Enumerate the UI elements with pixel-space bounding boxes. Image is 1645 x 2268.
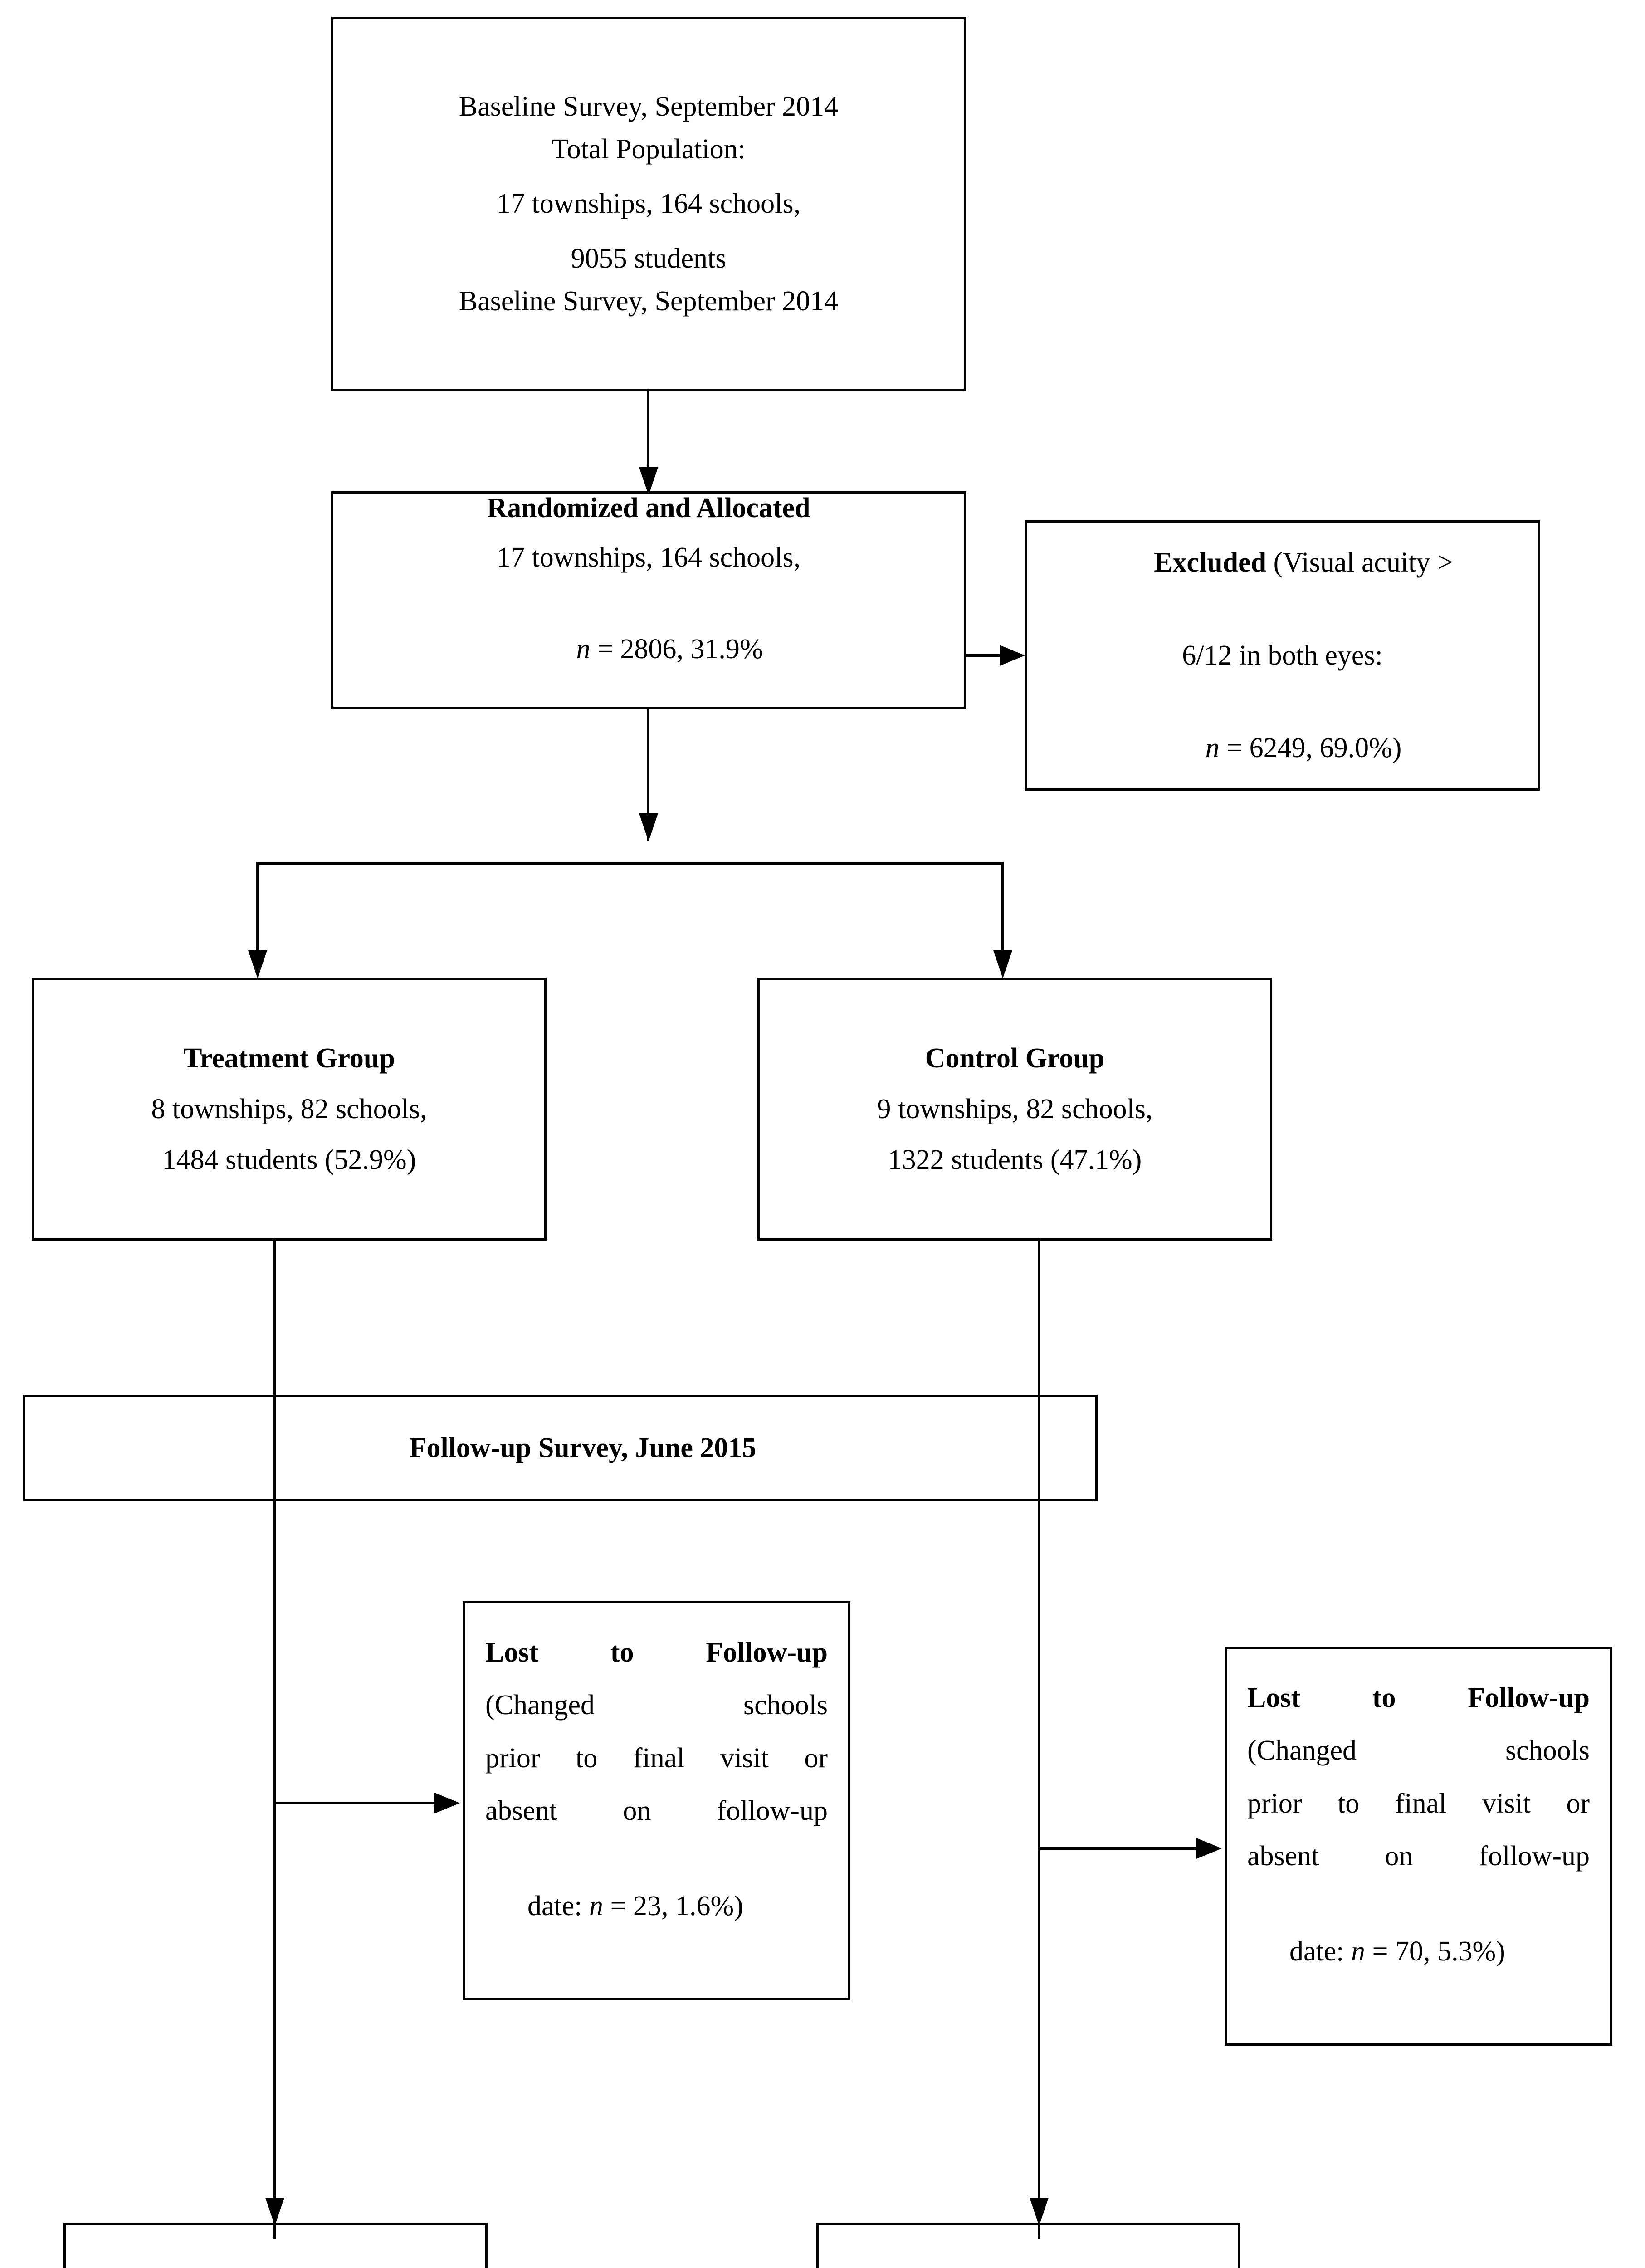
excluded-n-line: n = 6249, 69.0%) (1045, 684, 1519, 812)
baseline-survey-box: Baseline Survey, September 2014 Total Po… (331, 17, 966, 391)
arrowhead-split-to-control (993, 950, 1012, 978)
lost-control-line-3: absent on follow-up (1247, 1840, 1590, 1872)
control-followed-up-box: Control Group: Followed up 9 townships, … (816, 2223, 1240, 2268)
lost-treatment-date-label: date: (527, 1891, 589, 1922)
lost-treatment-title: Lost to Follow-up (485, 1637, 828, 1668)
lost-control-date-label: date: (1289, 1936, 1351, 1967)
baseline-line-4: 9055 students (571, 243, 727, 274)
excluded-title-line: Excluded (Visual acuity > (1045, 499, 1519, 627)
randomized-n-value: = 2806, 31.9% (590, 634, 763, 665)
connector-split-bar (256, 862, 1004, 865)
control-title: Control Group (925, 1042, 1105, 1074)
randomized-n-symbol: n (576, 634, 591, 665)
excluded-box: Excluded (Visual acuity > 6/12 in both e… (1025, 520, 1540, 791)
lost-control-n-value: = 70, 5.3%) (1365, 1936, 1505, 1967)
arrowhead-split-to-treatment (248, 950, 267, 978)
lost-to-followup-control-box: Lost to Follow-up (Changed schools prior… (1225, 1647, 1612, 2046)
lost-control-line-1: (Changed schools (1247, 1735, 1590, 1766)
arrowhead-control-to-lost (1196, 1838, 1222, 1859)
connector-baseline-to-randomized (647, 391, 649, 494)
treatment-line-2: 1484 students (52.9%) (162, 1144, 416, 1176)
treatment-line-1: 8 townships, 82 schools, (151, 1093, 427, 1124)
excluded-title-rest: (Visual acuity > (1266, 547, 1453, 578)
arrowhead-treatment-spine (265, 2198, 284, 2226)
arrowhead-randomized-to-excluded (1000, 645, 1025, 666)
baseline-line-2: Total Population: (552, 134, 746, 165)
connector-randomized-down-stem (647, 709, 649, 841)
followup-survey-bar: Follow-up Survey, June 2015 (23, 1395, 1098, 1501)
control-line-1: 9 townships, 82 schools, (877, 1093, 1153, 1124)
randomized-n-line: n = 2806, 31.9% (358, 585, 939, 714)
lost-treatment-n-line: date: n = 23, 1.6%) (485, 1842, 828, 1970)
control-line-2: 1322 students (47.1%) (888, 1144, 1142, 1176)
connector-control-spine (1038, 1241, 1040, 2239)
lost-treatment-n-value: = 23, 1.6%) (603, 1891, 743, 1922)
followup-survey-title: Follow-up Survey, June 2015 (409, 1432, 757, 1464)
treatment-title: Treatment Group (183, 1042, 395, 1074)
control-group-box: Control Group 9 townships, 82 schools, 1… (757, 978, 1272, 1241)
lost-control-line-2: prior to final visit or (1247, 1788, 1590, 1819)
arrowhead-randomized-split-stem (639, 813, 658, 841)
connector-treatment-spine (273, 1241, 276, 2239)
excluded-line-1: 6/12 in both eyes: (1182, 640, 1383, 671)
lost-control-title: Lost to Follow-up (1247, 1682, 1590, 1714)
arrowhead-treatment-to-lost (434, 1793, 460, 1813)
randomized-title: Randomized and Allocated (487, 493, 810, 524)
lost-to-followup-treatment-box: Lost to Follow-up (Changed schools prior… (463, 1601, 850, 2000)
randomized-allocated-box: Randomized and Allocated 17 townships, 1… (331, 491, 966, 709)
arrowhead-control-spine (1030, 2198, 1049, 2226)
lost-treatment-line-2: prior to final visit or (485, 1742, 828, 1774)
treatment-group-box: Treatment Group 8 townships, 82 schools,… (32, 978, 547, 1241)
lost-treatment-n-symbol: n (589, 1891, 603, 1922)
connector-control-to-lost (1038, 1847, 1199, 1850)
connector-split-to-control (1001, 862, 1004, 966)
excluded-n-value: = 6249, 69.0%) (1219, 733, 1402, 764)
lost-treatment-line-3: absent on follow-up (485, 1795, 828, 1826)
connector-randomized-to-excluded (966, 654, 1002, 657)
arrowhead-baseline-to-randomized (639, 467, 658, 495)
excluded-n-symbol: n (1205, 733, 1220, 764)
excluded-title: Excluded (1154, 547, 1267, 578)
connector-treatment-to-lost (273, 1802, 437, 1804)
baseline-line-5: Baseline Survey, September 2014 (459, 285, 839, 317)
lost-control-n-line: date: n = 70, 5.3%) (1247, 1887, 1590, 2016)
lost-control-n-symbol: n (1351, 1936, 1365, 1967)
baseline-line-3: 17 townships, 164 schools, (497, 188, 801, 220)
connector-split-to-treatment (256, 862, 259, 966)
randomized-line-1: 17 townships, 164 schools, (497, 542, 801, 573)
lost-treatment-line-1: (Changed schools (485, 1690, 828, 1721)
baseline-line-1: Baseline Survey, September 2014 (459, 91, 839, 122)
